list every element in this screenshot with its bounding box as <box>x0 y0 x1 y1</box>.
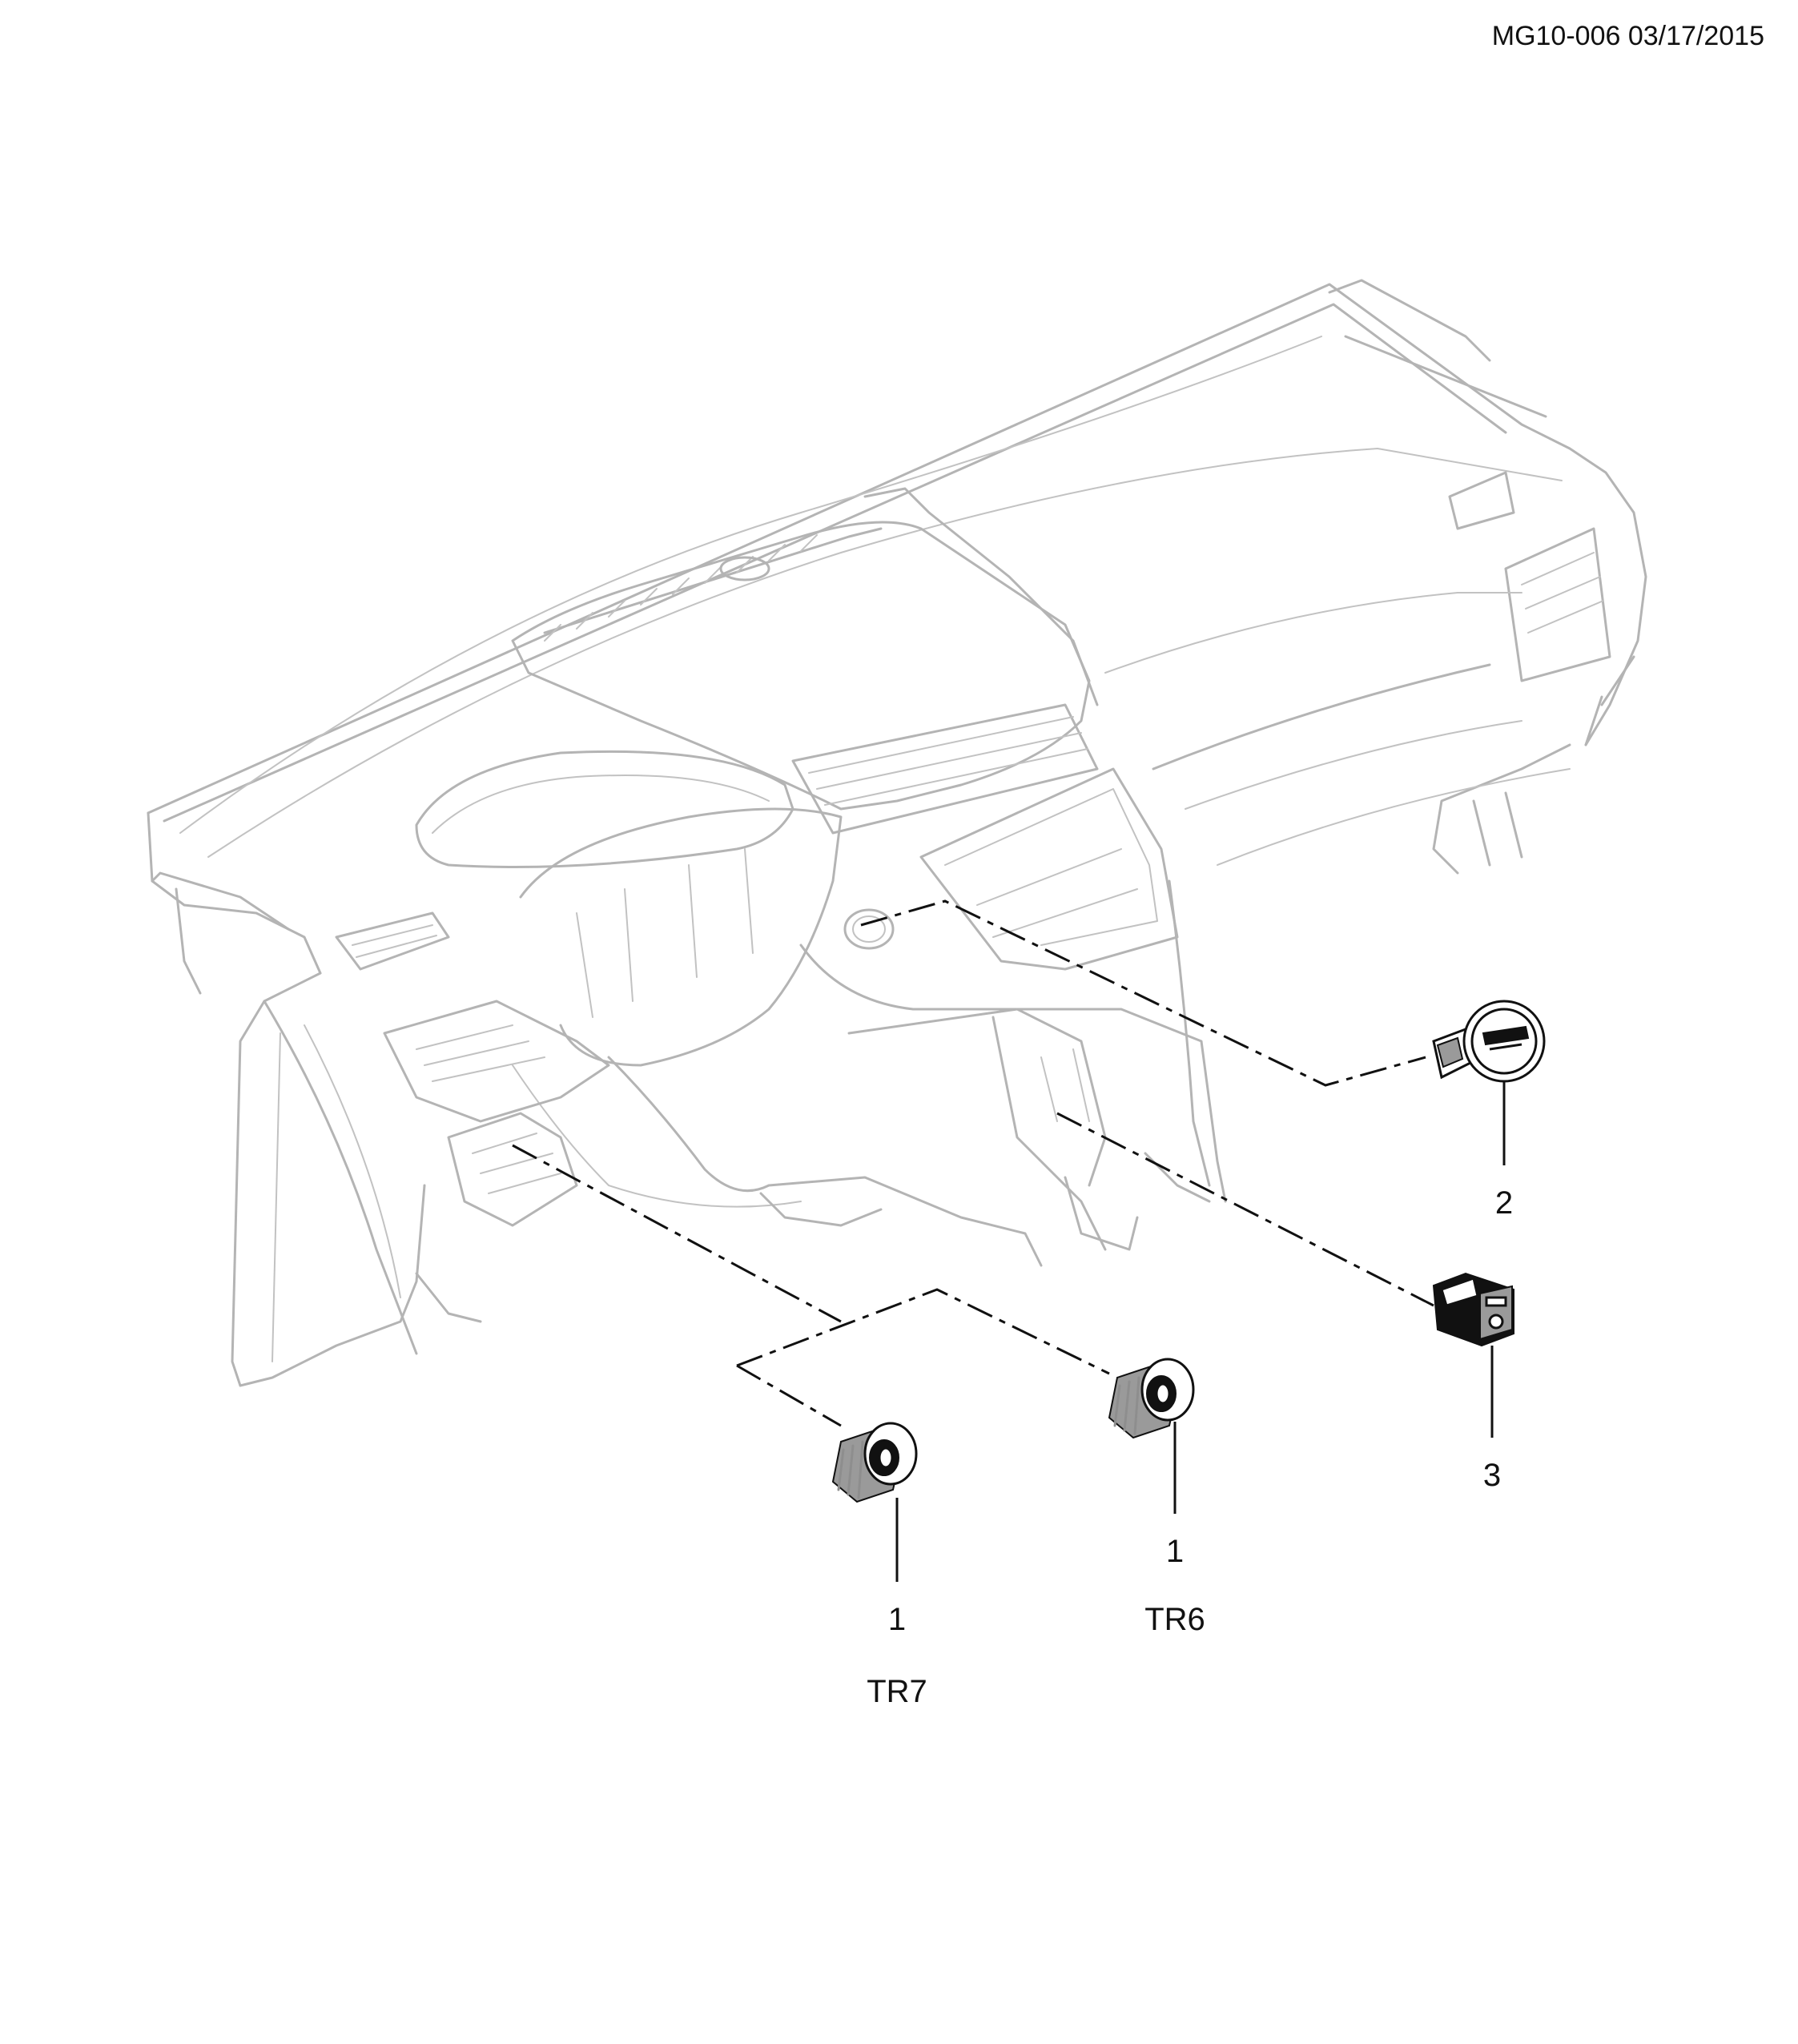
part-2-round-switch <box>1432 1000 1546 1083</box>
leader-part-1-a <box>512 1144 842 1323</box>
callout-number-3: 3 <box>1483 1458 1501 1493</box>
callout-label-tr7: TR7 <box>867 1674 927 1709</box>
part-1-tr7-control-knob <box>831 1422 918 1503</box>
instrument-panel-outline <box>147 279 1647 1387</box>
leader-part-1-b <box>736 1288 1110 1375</box>
diagram-reference-code: MG10-006 03/17/2015 <box>1491 21 1764 51</box>
callout-label-tr6: TR6 <box>1144 1602 1205 1637</box>
callout-labels: 1 TR7 1 TR6 2 3 <box>867 1185 1513 1709</box>
callout-number-tr7: 1 <box>888 1602 906 1637</box>
part-3-usb-port <box>1432 1272 1514 1347</box>
callout-number-tr6: 1 <box>1166 1534 1184 1569</box>
leader-part-2 <box>860 899 1426 1087</box>
part-1-tr6-control-knob <box>1108 1358 1195 1439</box>
leader-part-1-c <box>736 1364 842 1427</box>
leader-lines <box>512 899 1506 1582</box>
leader-part-3 <box>1056 1112 1434 1307</box>
callout-number-2: 2 <box>1495 1185 1513 1221</box>
